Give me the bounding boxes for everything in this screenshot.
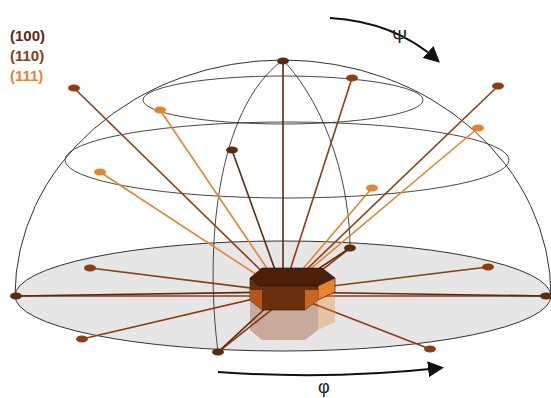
- direction-ray: [160, 110, 283, 292]
- direction-ray: [283, 128, 478, 292]
- latitude-circle: [65, 122, 509, 198]
- pole-dot: [68, 85, 80, 92]
- legend-entry: (100): [10, 28, 45, 43]
- pole-dot: [10, 293, 22, 300]
- pole-dot: [76, 336, 88, 343]
- pole-dot: [482, 264, 494, 271]
- pole-dots: [10, 58, 551, 356]
- pole-dot: [492, 83, 504, 90]
- pole-dot: [344, 245, 356, 252]
- legend-entry: (110): [10, 48, 44, 63]
- psi-arrow: [330, 18, 437, 60]
- direction-ray: [16, 292, 283, 296]
- meridian: [283, 60, 350, 248]
- pole-dot: [424, 346, 436, 353]
- direction-ray: [283, 86, 498, 292]
- pole-dot: [472, 125, 484, 132]
- pole-dot: [94, 169, 106, 176]
- pole-dot: [346, 75, 358, 82]
- direction-ray: [74, 88, 283, 292]
- direction-ray: [282, 61, 284, 292]
- pole-dot: [226, 147, 238, 154]
- pole-dot: [277, 58, 289, 65]
- plane-axes: [15, 248, 548, 352]
- phi-arrow: [218, 368, 440, 375]
- pole-dot: [540, 293, 551, 300]
- pole-dot: [212, 349, 224, 356]
- legend-entry: (111): [10, 68, 43, 83]
- direction-rays: [16, 61, 546, 352]
- pole-dot: [366, 185, 378, 192]
- crystal: [250, 268, 335, 310]
- dome-outline: [15, 60, 551, 296]
- pole-dot: [84, 265, 96, 272]
- angle-symbol: Ψ: [392, 28, 407, 46]
- pole-dot: [154, 107, 166, 114]
- angle-symbol: φ: [318, 378, 330, 396]
